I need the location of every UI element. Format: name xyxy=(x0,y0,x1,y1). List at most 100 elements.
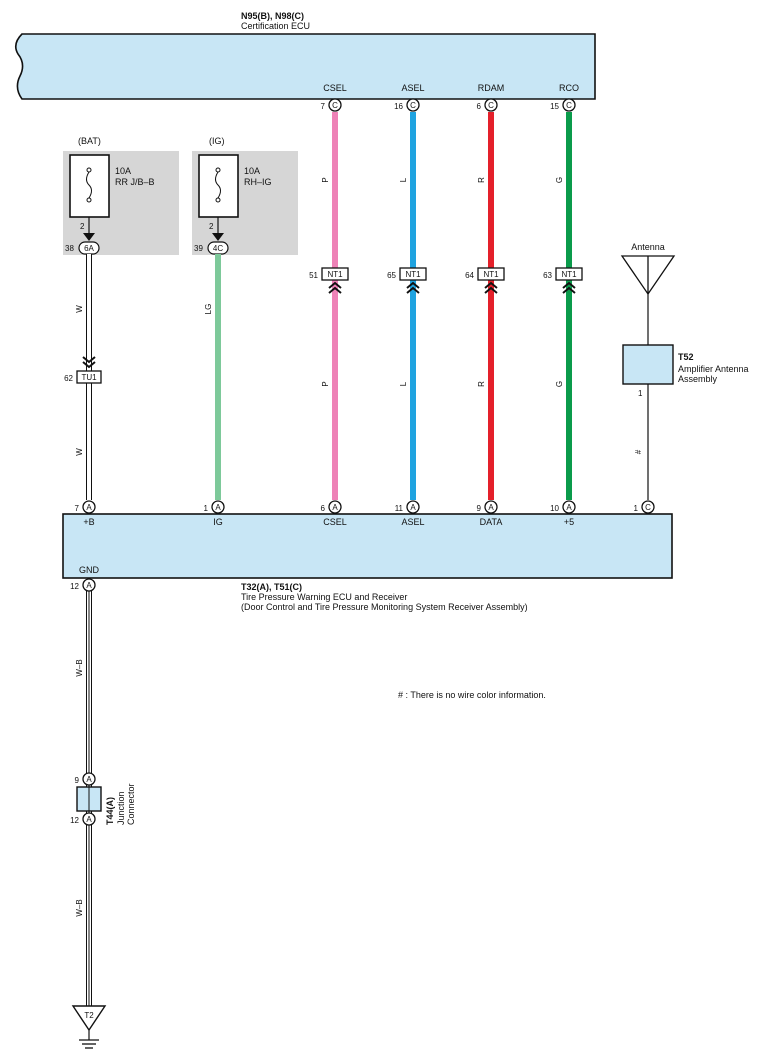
fuse-bat-rating: 10A xyxy=(115,166,131,176)
amplifier-antenna-name2: Assembly xyxy=(678,374,718,384)
wire-label-rco-upper: G xyxy=(555,177,564,183)
bottom-pin-csel-circle xyxy=(328,500,342,514)
ground-connector-icon xyxy=(71,1005,107,1032)
bottom-pin-ant: 1 C xyxy=(634,500,655,514)
certification-ecu-body xyxy=(14,33,596,100)
top-pin-asel: ASEL 16 C xyxy=(394,83,425,112)
nt1-rco: 63 NT1 xyxy=(543,267,583,294)
ground-label: T2 xyxy=(84,1011,94,1020)
nt1-asel-arrow-icon xyxy=(406,281,420,294)
fuse-ig-conn: 4C xyxy=(213,244,223,253)
bottom-pin-csel-conn: A xyxy=(332,503,338,512)
top-pin-csel-circle xyxy=(328,98,342,112)
wire-label-rdam-lower: R xyxy=(477,381,486,387)
bottom-pin-gnd-label: GND xyxy=(79,565,100,575)
wire-label-asel-upper: L xyxy=(399,177,408,182)
bottom-pin-b-circle xyxy=(82,500,96,514)
ground-icon xyxy=(79,1039,99,1049)
fuse-bat-element-icon xyxy=(86,171,92,199)
nt1-rdam-label: NT1 xyxy=(483,270,499,279)
wire-label-bat-lower: W xyxy=(75,448,84,456)
top-pin-rco-circle xyxy=(562,98,576,112)
nt1-asel: 65 NT1 xyxy=(387,267,427,294)
nt1-asel-box xyxy=(399,267,427,281)
fuse-bat-conn: 6A xyxy=(84,244,94,253)
top-pin-csel: CSEL 7 C xyxy=(321,83,347,112)
bottom-pin-data-num: 9 xyxy=(477,504,482,513)
top-pin-csel-label: CSEL xyxy=(323,83,347,93)
junction-name2: Connector xyxy=(126,783,136,825)
top-pin-csel-num: 7 xyxy=(321,102,326,111)
certification-ecu: N95(B), N98(C) Certification ECU xyxy=(14,11,596,100)
top-pin-asel-label: ASEL xyxy=(401,83,424,93)
nt1-rco-num: 63 xyxy=(543,271,552,280)
bottom-pin-p5-circle xyxy=(562,500,576,514)
tire-pressure-ecu-name1: Tire Pressure Warning ECU and Receiver xyxy=(241,592,407,602)
nt1-asel-num: 65 xyxy=(387,271,396,280)
fuse-bat-pin: 2 xyxy=(80,222,85,231)
bottom-pin-asel-circle xyxy=(406,500,420,514)
top-pin-asel-num: 16 xyxy=(394,102,403,111)
antenna-icon xyxy=(620,255,676,296)
certification-ecu-name: Certification ECU xyxy=(241,21,310,31)
fuse-ig-element-icon xyxy=(215,171,221,199)
fuse-ig-pin: 2 xyxy=(209,222,214,231)
junction-pin-top-conn: A xyxy=(86,775,92,784)
top-pin-rdam-conn: C xyxy=(488,101,494,110)
bottom-pin-b-label: +B xyxy=(83,517,94,527)
bottom-pin-gnd-conn: A xyxy=(86,581,92,590)
nt1-csel: 51 NT1 xyxy=(309,267,349,294)
bottom-pin-ig-label: IG xyxy=(213,517,223,527)
nt1-csel-num: 51 xyxy=(309,271,318,280)
wire-color-labels: W W LG P P L L R R G G # W–B W–B xyxy=(75,177,643,917)
bottom-pin-data-circle xyxy=(484,500,498,514)
tire-pressure-ecu-body xyxy=(62,513,673,579)
bottom-pin-asel: 11 A ASEL xyxy=(395,500,425,527)
junction-pin-top-circle xyxy=(82,772,96,786)
bottom-pin-gnd-circle xyxy=(82,578,96,592)
bottom-pin-data: 9 A DATA xyxy=(477,500,502,527)
bottom-pin-p5: 10 A +5 xyxy=(550,500,576,527)
amplifier-antenna-body xyxy=(622,344,674,385)
bottom-pin-ant-circle xyxy=(641,500,655,514)
bottom-pin-ant-num: 1 xyxy=(634,504,639,513)
nt1-csel-label: NT1 xyxy=(327,270,343,279)
bottom-pin-csel-num: 6 xyxy=(321,504,326,513)
bottom-pin-gnd-num: 12 xyxy=(70,582,79,591)
bottom-pin-ant-conn: C xyxy=(645,503,651,512)
junction-connector: 9 A 12 A T44(A) Junction Connector xyxy=(70,772,136,826)
top-pin-rdam-label: RDAM xyxy=(478,83,505,93)
bottom-pin-b-num: 7 xyxy=(75,504,80,513)
top-pin-asel-circle xyxy=(406,98,420,112)
fuse-bat-terminal-icon xyxy=(83,233,95,241)
bottom-pin-p5-num: 10 xyxy=(550,504,559,513)
nt1-csel-box xyxy=(321,267,349,281)
bottom-pin-ig-num: 1 xyxy=(204,504,209,513)
fuse-ig: (IG) 10A RH–IG 2 39 4C xyxy=(192,136,298,255)
top-pin-rco-num: 15 xyxy=(550,102,559,111)
top-pin-rco-label: RCO xyxy=(559,83,579,93)
wire-label-gnd-lower: W–B xyxy=(75,899,84,916)
wire-label-rco-lower: G xyxy=(555,381,564,387)
bottom-pin-p5-label: +5 xyxy=(564,517,574,527)
bottom-pin-p5-conn: A xyxy=(566,503,572,512)
wire-label-csel-lower: P xyxy=(321,381,330,386)
certification-ecu-code: N95(B), N98(C) xyxy=(241,11,304,21)
fuse-bat-name: RR J/B–B xyxy=(115,177,155,187)
bottom-pin-csel: 6 A CSEL xyxy=(321,500,347,527)
tire-pressure-ecu: T32(A), T51(C) Tire Pressure Warning ECU… xyxy=(62,513,673,612)
top-pin-rdam: RDAM 6 C xyxy=(477,83,505,112)
wire-label-antenna: # xyxy=(634,449,643,454)
bottom-pin-b-conn: A xyxy=(86,503,92,512)
junction-pin-bottom-conn: A xyxy=(86,815,92,824)
nt1-rco-label: NT1 xyxy=(561,270,577,279)
fuse-bat-source: (BAT) xyxy=(78,136,101,146)
tu1-num: 62 xyxy=(64,374,73,383)
wire-label-csel-upper: P xyxy=(321,177,330,182)
nt1-rdam-arrow-icon xyxy=(484,281,498,294)
bottom-pin-csel-label: CSEL xyxy=(323,517,347,527)
wire-label-gnd-upper: W–B xyxy=(75,659,84,676)
nt1-rdam: 64 NT1 xyxy=(465,267,505,294)
bottom-pin-ig-conn: A xyxy=(215,503,221,512)
